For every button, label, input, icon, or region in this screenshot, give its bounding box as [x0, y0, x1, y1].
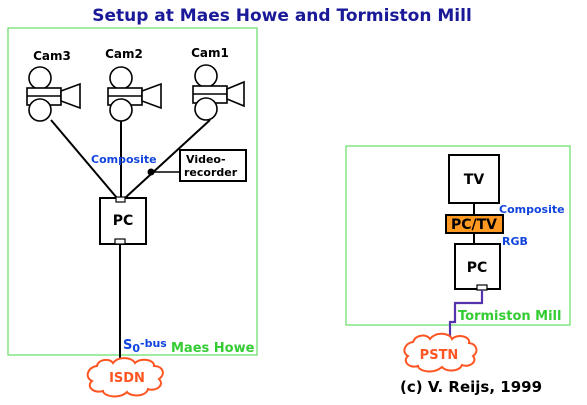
- cam2-label: Cam2: [105, 47, 143, 61]
- cam3-link: [50, 119, 118, 199]
- video-camera-icon: [107, 66, 162, 122]
- pstn-label: PSTN: [420, 348, 459, 363]
- cam1: Cam1: [191, 46, 245, 121]
- cam2: Cam2: [105, 47, 162, 122]
- pc-port-top: [115, 196, 126, 203]
- cam3: Cam3: [26, 49, 81, 122]
- tormiston-pc-port: [476, 284, 488, 291]
- cam1-label: Cam1: [191, 46, 229, 60]
- isdn-label: ISDN: [109, 371, 145, 386]
- video-recorder-label-1: Video-: [186, 153, 226, 166]
- tormiston-border: [345, 145, 571, 326]
- isdn-network: ISDN: [86, 357, 164, 398]
- rgb-label: RGB: [502, 235, 528, 248]
- copyright: (c) V. Reijs, 1999: [400, 378, 542, 396]
- tormiston-site: TV Composite PC/TV RGB PC Tormiston Mill: [345, 145, 571, 343]
- tormiston-pc: PC: [454, 243, 501, 291]
- pc-label: PC: [113, 213, 134, 229]
- maes-howe-site: Cam3 Cam2 Cam1: [7, 27, 258, 365]
- diagram-title: Setup at Maes Howe and Tormiston Mill: [92, 6, 472, 26]
- maes-howe-label: Maes Howe: [171, 341, 255, 356]
- tormiston-composite-label: Composite: [499, 203, 565, 216]
- junction-dot: [147, 168, 155, 176]
- pstn-network: PSTN: [403, 332, 478, 373]
- tormiston-label: Tormiston Mill: [458, 309, 561, 324]
- tormiston-pc-label: PC: [467, 260, 488, 276]
- s0-bus-prefix: S: [123, 338, 132, 353]
- video-recorder-box: [179, 149, 247, 182]
- composite-label: Composite: [91, 153, 157, 166]
- cam3-label: Cam3: [33, 49, 71, 63]
- video-recorder-label-2: recorder: [184, 166, 238, 179]
- s0-bus-suffix: -bus: [140, 337, 167, 350]
- pc-box: [99, 197, 147, 245]
- tv-box: [448, 154, 500, 204]
- pstn-cloud: [403, 332, 478, 373]
- cam1-link: [124, 119, 211, 199]
- tv-label: TV: [464, 172, 485, 188]
- pc-tv-label: PC/TV: [451, 217, 497, 233]
- isdn-cloud: [86, 357, 164, 398]
- tv: TV: [448, 154, 500, 204]
- pstn-line: [448, 290, 484, 343]
- s0-bus-subscript: 0: [132, 342, 140, 355]
- video-camera-icon: [26, 66, 81, 122]
- maes-howe-border: [7, 27, 258, 356]
- video-recorder: Video- recorder: [179, 149, 247, 182]
- s0-bus-label: S0-bus: [123, 337, 167, 355]
- pc-tv-converter: PC/TV: [445, 214, 504, 234]
- pc-port-bottom: [114, 238, 126, 245]
- video-camera-icon: [192, 64, 245, 121]
- maes-howe-pc: PC: [99, 196, 147, 245]
